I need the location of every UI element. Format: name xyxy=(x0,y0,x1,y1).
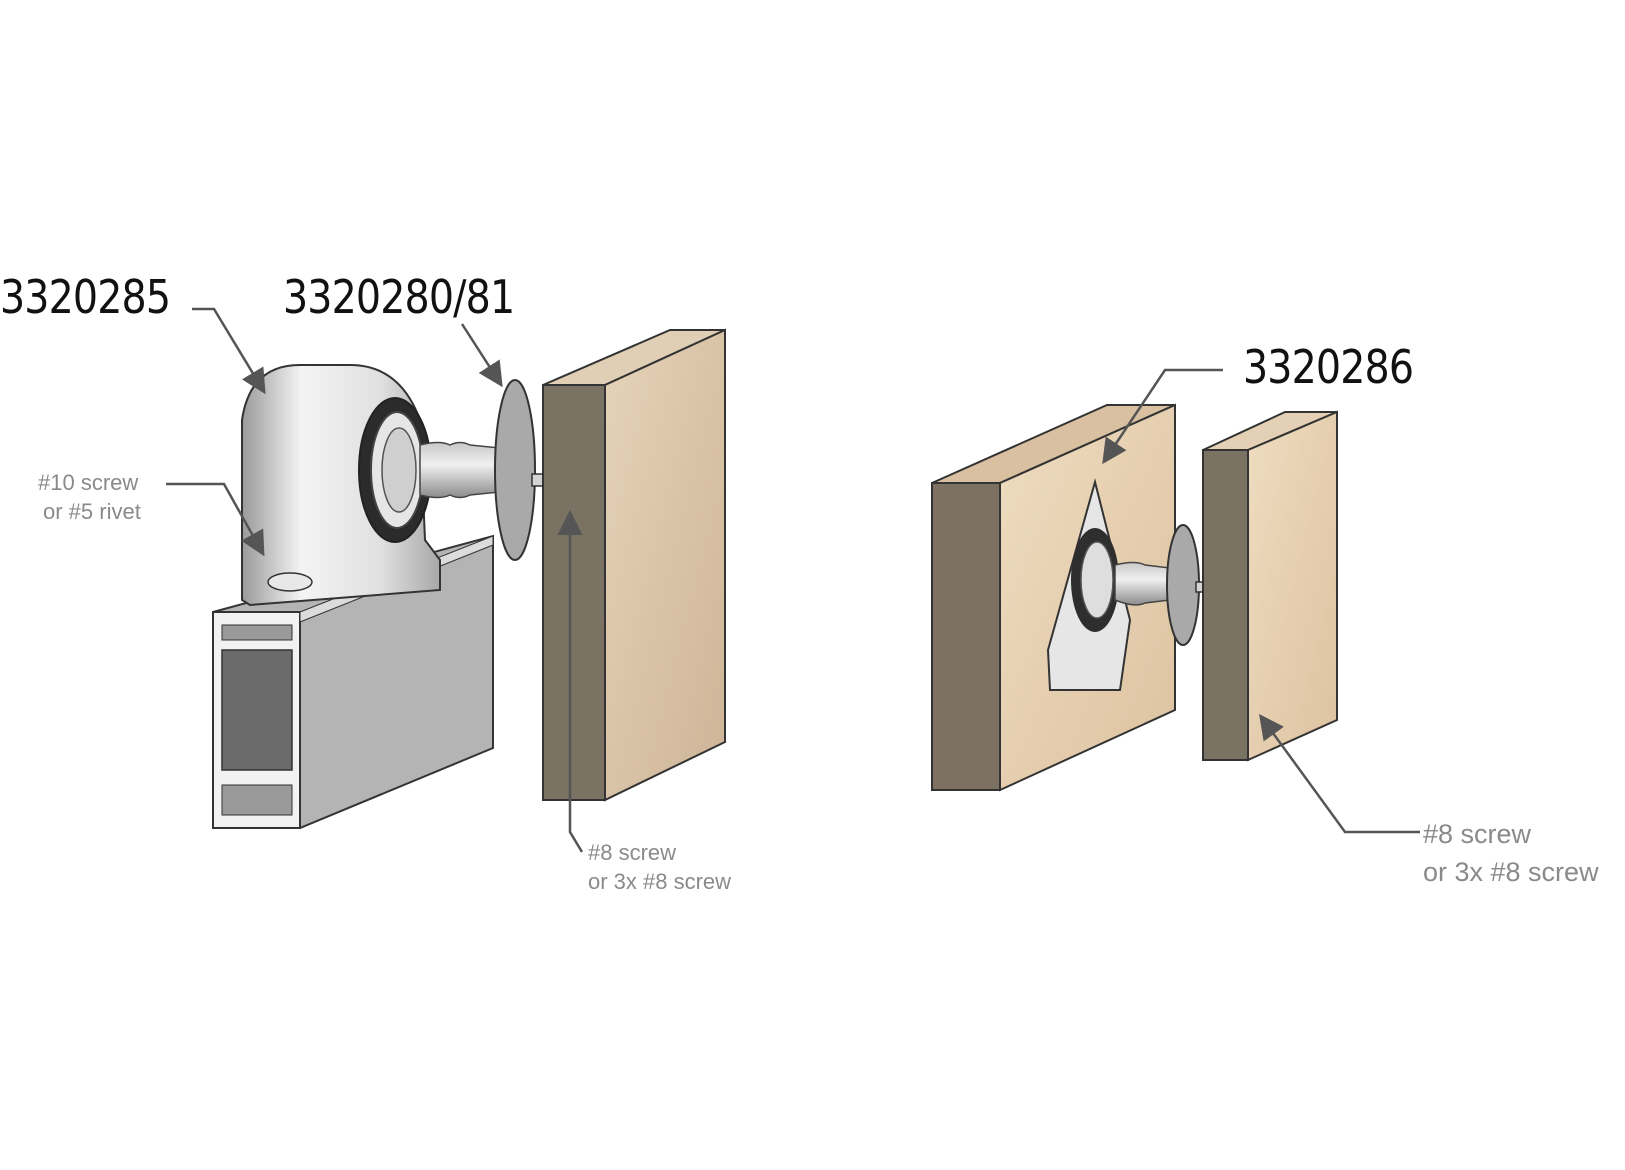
leader-3320280 xyxy=(460,323,503,388)
part-number-3320285: 3320285 xyxy=(0,270,171,324)
leader-10-screw xyxy=(166,482,265,557)
leader-3320286 xyxy=(1102,368,1223,465)
part-number-3320280-81: 3320280/81 xyxy=(283,270,515,324)
rod-end xyxy=(419,379,592,561)
leader-8-screw-left xyxy=(557,510,584,853)
note-line-2: or 3x #8 screw xyxy=(1423,857,1599,887)
note-line-2: or #5 rivet xyxy=(43,499,141,524)
leader-lines xyxy=(166,307,1420,853)
note-line-1: #8 screw xyxy=(588,840,677,865)
note-8-screw-left: #8 screw or 3x #8 screw xyxy=(588,838,731,896)
part-number-3320286: 3320286 xyxy=(1243,340,1414,394)
wood-panel-right xyxy=(1202,410,1338,762)
triangular-flange-plate xyxy=(1046,478,1132,691)
note-line-1: #10 screw xyxy=(38,470,139,495)
leader-8-screw-right xyxy=(1259,713,1420,834)
leader-3320285 xyxy=(192,307,266,395)
left-assembly xyxy=(212,328,726,829)
rod-end-right xyxy=(1114,524,1240,646)
note-line-1: #8 screw xyxy=(1423,819,1532,849)
right-assembly xyxy=(931,403,1338,792)
note-10-screw: #10 screw or #5 rivet xyxy=(38,468,141,526)
wood-panel-left xyxy=(542,328,726,802)
note-line-2: or 3x #8 screw xyxy=(588,869,732,894)
pillow-block-housing xyxy=(241,364,441,607)
note-8-screw-right: #8 screw or 3x #8 screw xyxy=(1423,815,1599,891)
